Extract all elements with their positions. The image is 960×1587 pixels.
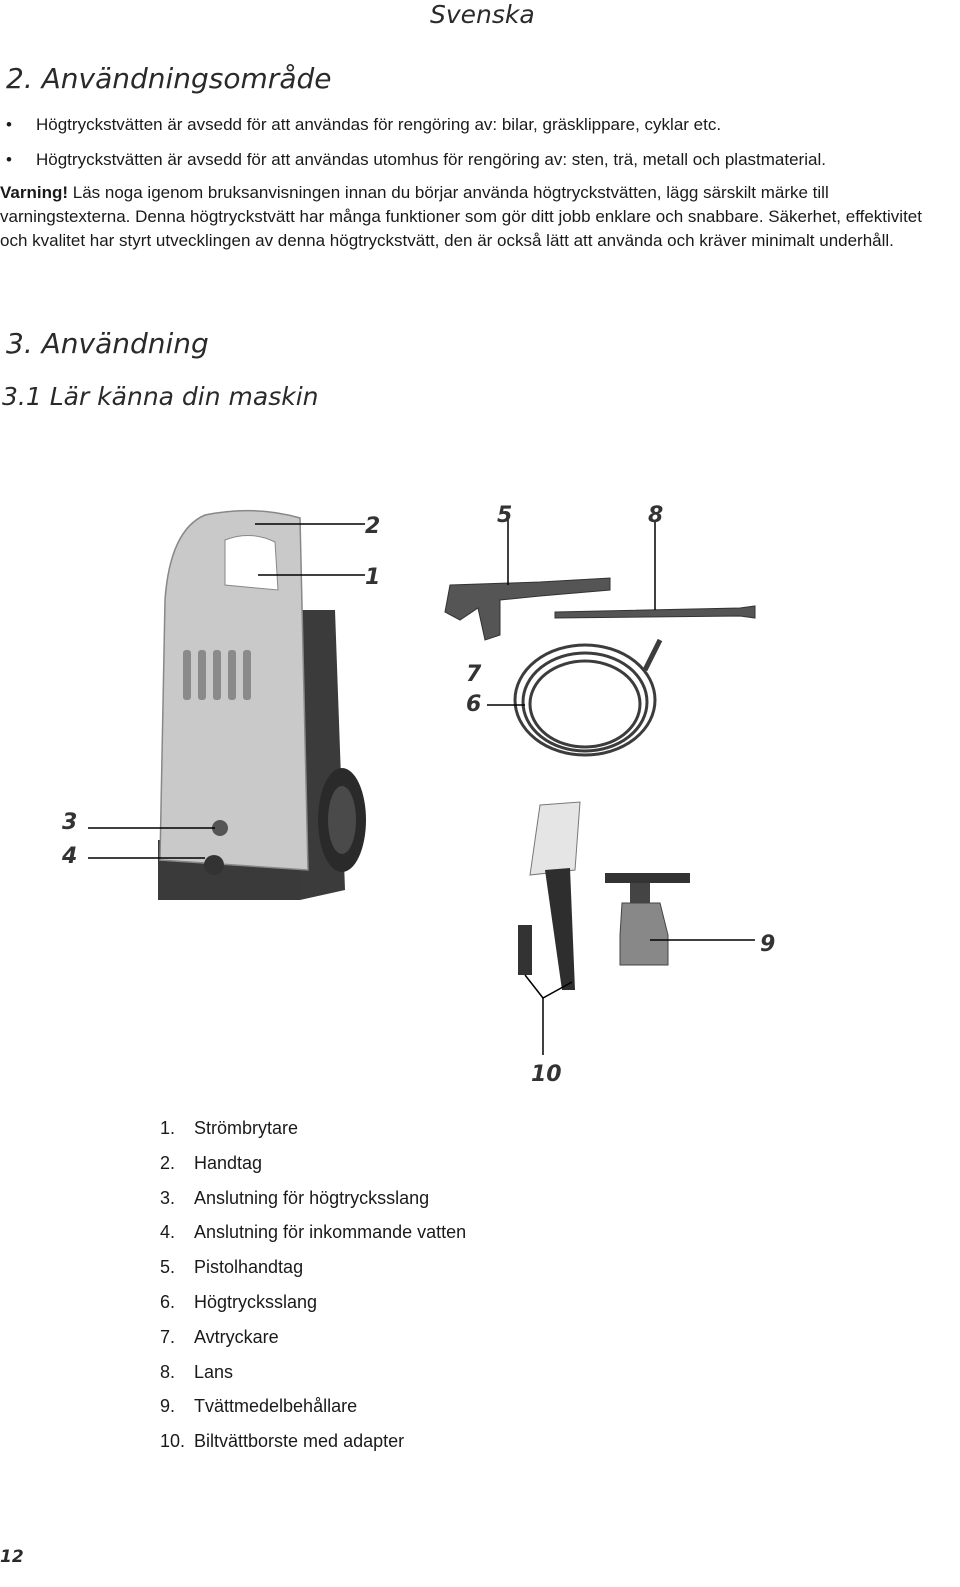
legend-label: Högtrycksslang (194, 1291, 318, 1312)
legend-label: Strömbrytare (194, 1118, 299, 1138)
callout-9: 9 (760, 932, 776, 957)
legend-item: 3. Anslutning för högtrycksslang (160, 1183, 466, 1218)
callout-3: 3 (62, 810, 78, 835)
high-pressure-hose (487, 638, 663, 757)
warning-text: Läs noga igenom bruksanvisningen innan d… (0, 183, 922, 250)
legend-label: Lans (194, 1361, 234, 1382)
legend-number: 5. (160, 1257, 176, 1278)
legend-item: 1. Strömbrytare (160, 1113, 466, 1148)
pressure-washer-unit (88, 509, 366, 900)
callout-1: 1 (365, 565, 381, 590)
legend-number: 1. (160, 1118, 176, 1138)
legend-number: 2. (160, 1152, 176, 1173)
legend-item: 4. Anslutning för inkommande vatten (160, 1217, 466, 1252)
callout-5: 5 (497, 503, 513, 528)
legend-item: 8. Lans (160, 1357, 466, 1392)
parts-legend: 1. Strömbrytare 2. Handtag 3. Anslutning fö… (160, 1113, 466, 1461)
lance (554, 520, 756, 619)
legend-item: 5. Pistolhandtag (160, 1252, 466, 1287)
car-wash-brush (518, 801, 581, 1055)
header-language: Svenska (430, 0, 535, 29)
spray-gun (444, 520, 611, 641)
warning-paragraph: Varning! Läs noga igenom bruksanvisninge… (0, 181, 944, 253)
section-3-title: 3. Användning (6, 327, 209, 360)
legend-item: 2. Handtag (160, 1148, 466, 1183)
callout-7: 7 (466, 662, 482, 687)
machine-illustration (88, 509, 756, 1055)
legend-number: 4. (160, 1222, 176, 1243)
callout-4: 4 (62, 844, 78, 869)
page-number: 12 (0, 1547, 24, 1567)
callout-10: 10 (531, 1062, 562, 1087)
callout-8: 8 (648, 503, 664, 528)
legend-number: 8. (160, 1361, 176, 1382)
bullet-item: Högtryckstvätten är avsedd för att använ… (6, 113, 946, 148)
section-2-title: 2. Användningsområde (6, 62, 332, 95)
legend-label: Biltvättborste med adapter (194, 1431, 405, 1452)
legend-label: Handtag (194, 1152, 263, 1173)
callout-6: 6 (466, 692, 482, 717)
legend-item: 9. Tvättmedelbehållare (160, 1391, 466, 1426)
legend-label: Pistolhandtag (194, 1257, 304, 1278)
legend-label: Avtryckare (194, 1326, 279, 1347)
detergent-bottle (605, 873, 755, 966)
section-3-1-title: 3.1 Lär känna din maskin (2, 382, 319, 411)
legend-number: 9. (160, 1396, 176, 1417)
legend-label: Anslutning för inkommande vatten (194, 1222, 467, 1243)
legend-number: 6. (160, 1291, 176, 1312)
legend-number: 10. (160, 1431, 186, 1452)
legend-label: Anslutning för högtrycksslang (194, 1187, 430, 1208)
warning-label: Varning! (0, 183, 69, 202)
callout-2: 2 (365, 514, 381, 539)
usage-bullet-list: Högtryckstvätten är avsedd för att använ… (6, 113, 946, 183)
legend-number: 7. (160, 1326, 176, 1347)
legend-item: 10. Biltvättborste med adapter (160, 1426, 466, 1461)
legend-label: Tvättmedelbehållare (194, 1396, 358, 1417)
legend-item: 7. Avtryckare (160, 1322, 466, 1357)
bullet-item: Högtryckstvätten är avsedd för att använ… (6, 148, 946, 183)
machine-figure: 2 1 5 8 7 6 3 4 9 10 (0, 490, 960, 1100)
legend-item: 6. Högtrycksslang (160, 1287, 466, 1322)
legend-number: 3. (160, 1187, 176, 1208)
